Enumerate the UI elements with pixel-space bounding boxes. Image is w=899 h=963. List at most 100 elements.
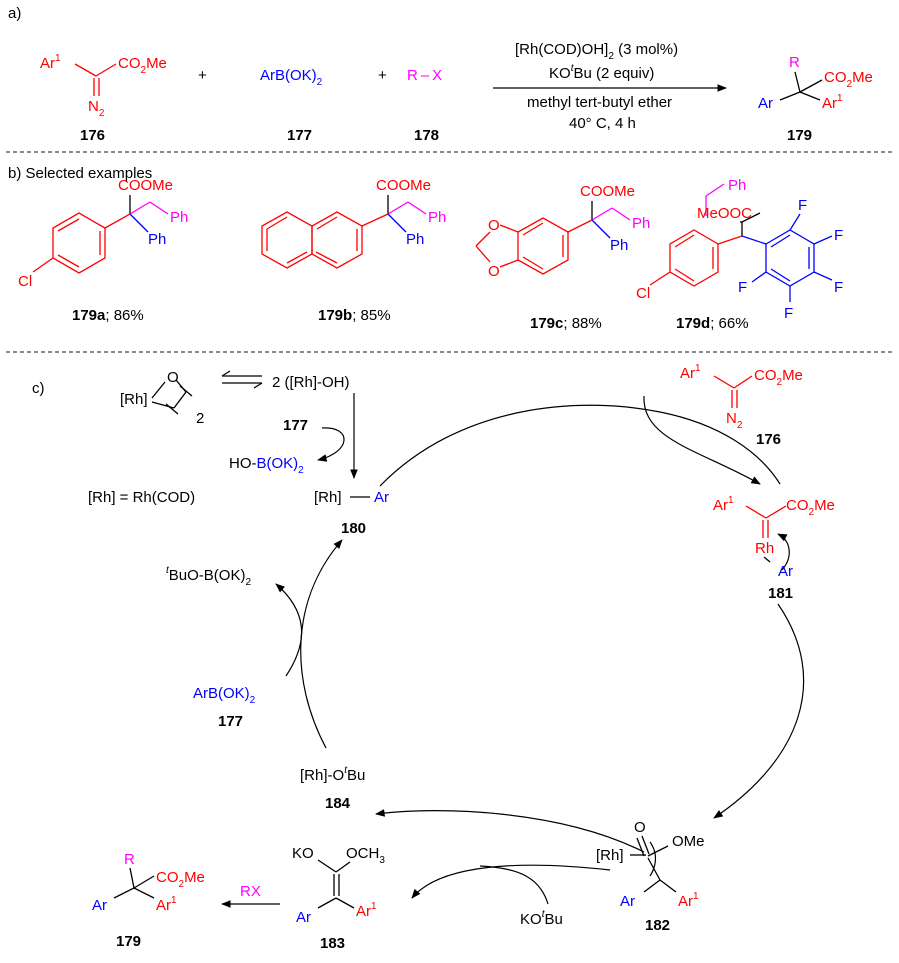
plus-sign: + bbox=[378, 67, 387, 84]
ar1-label: Ar1 bbox=[40, 53, 61, 72]
ester-label: CO2Me bbox=[118, 55, 167, 76]
example-caption: 179c; 88% bbox=[530, 315, 602, 332]
fluoro-label: F bbox=[834, 279, 843, 296]
rh-definition: [Rh] = Rh(COD) bbox=[88, 489, 195, 506]
alkyl-halide-label: R – X bbox=[407, 67, 442, 84]
rh-label: Rh bbox=[755, 540, 774, 557]
fluoro-label: F bbox=[738, 279, 747, 296]
kotbu-curved-arrow bbox=[479, 865, 549, 905]
dimer-count: 2 bbox=[196, 410, 204, 427]
phenyl-label: Ph bbox=[610, 237, 628, 254]
intermediate-182: O OMe [Rh] Ar Ar1 182 bbox=[596, 819, 705, 934]
compound-number-183: 183 bbox=[320, 935, 345, 952]
compound-number-180: 180 bbox=[341, 520, 366, 537]
example-179a: COOMe Ph Ph Cl 179a; 86% bbox=[18, 177, 188, 324]
aryl-label: Ar bbox=[758, 95, 773, 112]
ar1-label: Ar1 bbox=[356, 901, 377, 920]
carbene-formation-arrow bbox=[643, 395, 761, 485]
rh-label: [Rh] bbox=[596, 847, 624, 864]
boronate-label: ArB(OK)2 bbox=[260, 67, 323, 88]
rh-label: [Rh] bbox=[120, 391, 148, 408]
ester-label: COOMe bbox=[118, 177, 173, 194]
aryl-label: Ar bbox=[296, 909, 311, 926]
example-179b: COOMe Ph Ph 179b; 85% bbox=[261, 177, 446, 324]
aryl-label: Ar bbox=[374, 489, 389, 506]
benzyl-ph-label: Ph bbox=[632, 215, 650, 232]
ar1-label: Ar1 bbox=[678, 891, 699, 910]
example-caption: 179a; 86% bbox=[72, 307, 144, 324]
fluoro-label: F bbox=[798, 197, 807, 214]
boronate-label: ArB(OK)2 bbox=[193, 685, 256, 706]
ko-label: KO bbox=[292, 845, 314, 862]
compound-number-184: 184 bbox=[325, 795, 351, 812]
panel-a-label: a) bbox=[8, 5, 21, 22]
rh-label: [Rh] bbox=[314, 489, 342, 506]
panel-c-label: c) bbox=[32, 380, 45, 397]
example-179c: COOMe Ph Ph O O 179c; 88% bbox=[475, 183, 650, 332]
r-group-label: R bbox=[789, 54, 800, 71]
tbuo-boronate-label: tBuO-B(OK)2 bbox=[166, 565, 251, 588]
aryl-label: Ar bbox=[92, 897, 107, 914]
cycle-arc bbox=[300, 539, 343, 749]
catalyst-text: [Rh(COD)OH]2 (3 mol%) bbox=[515, 41, 678, 62]
compound-number-178: 178 bbox=[414, 127, 439, 144]
ester-label: CO2Me bbox=[824, 69, 873, 90]
rx-label: RX bbox=[240, 883, 261, 900]
oxygen-label: O bbox=[488, 263, 500, 280]
benzyl-ph-label: Ph bbox=[170, 209, 188, 226]
rh-alkoxide-label: [Rh]-OtBu bbox=[300, 765, 365, 784]
compound-number-177: 177 bbox=[287, 127, 312, 144]
n2-label: N2 bbox=[726, 410, 743, 431]
fluoro-label: F bbox=[784, 305, 793, 322]
oxygen-label: O bbox=[634, 819, 646, 836]
compound-number-177: 177 bbox=[283, 417, 308, 434]
aryl-label: Ar bbox=[620, 893, 635, 910]
aryl-label: Ar bbox=[778, 563, 793, 580]
panel-b: b) Selected examples COOMe Ph Ph Cl 179a… bbox=[8, 165, 843, 332]
reaction-conditions: [Rh(COD)OH]2 (3 mol%) KOtBu (2 equiv) me… bbox=[493, 41, 727, 132]
example-caption: 179d; 66% bbox=[676, 315, 749, 332]
product-179: R CO2Me Ar Ar1 179 bbox=[92, 851, 205, 950]
fluoro-label: F bbox=[834, 227, 843, 244]
boric-byproduct: HO-B(OK)2 bbox=[229, 455, 304, 476]
oxygen-label: O bbox=[488, 217, 500, 234]
chloro-label: Cl bbox=[636, 285, 650, 302]
compound-number-177: 177 bbox=[218, 713, 243, 730]
kotbu-label: KOtBu bbox=[520, 909, 563, 928]
example-179d: Ph MeOOC Cl F F F F bbox=[636, 177, 843, 332]
plus-sign: + bbox=[198, 67, 207, 84]
example-caption: 179b; 85% bbox=[318, 307, 391, 324]
diazo-ester-176: Ar1 CO2Me N2 176 bbox=[40, 53, 167, 144]
alkyl-halide-178: R – X 178 bbox=[407, 67, 442, 144]
panel-b-label: b) Selected examples bbox=[8, 165, 152, 182]
product-179: R CO2Me Ar Ar1 179 bbox=[758, 54, 873, 144]
compound-number-181: 181 bbox=[768, 585, 793, 602]
phenyl-label: Ph bbox=[406, 231, 424, 248]
transmetalation-curved-arrow bbox=[275, 583, 303, 677]
compound-number-176: 176 bbox=[80, 127, 105, 144]
phenyl-label: Ph bbox=[148, 231, 166, 248]
och3-label: OCH3 bbox=[346, 845, 385, 866]
intermediate-180: [Rh] Ar 180 bbox=[314, 489, 389, 537]
rh-hydroxide-label: 2 ([Rh]-OH) bbox=[272, 374, 350, 391]
methoxy-label: OMe bbox=[672, 833, 705, 850]
solvent-text: methyl tert-butyl ether bbox=[527, 94, 672, 111]
ester-label: MeOOC bbox=[697, 205, 752, 222]
compound-number-176: 176 bbox=[756, 431, 781, 448]
boronate-177: ArB(OK)2 177 bbox=[260, 67, 323, 144]
panel-a: a) Ar1 CO2Me N2 176 + ArB(OK)2 177 + R –… bbox=[8, 5, 873, 144]
ester-label: COOMe bbox=[376, 177, 431, 194]
cycle-arc bbox=[375, 809, 645, 853]
migration-curved-arrow bbox=[777, 533, 790, 571]
ester-label: COOMe bbox=[580, 183, 635, 200]
intermediate-184: [Rh]-OtBu 184 bbox=[300, 765, 365, 812]
rhodium-dimer: [Rh] O 2 bbox=[120, 369, 204, 427]
diazo-ester-176: Ar1 CO2Me N2 176 bbox=[680, 363, 803, 448]
enolate-release-arrow bbox=[411, 864, 611, 899]
benzyl-ph-label: Ph bbox=[728, 177, 746, 194]
enolate-183: KO OCH3 Ar Ar1 183 bbox=[292, 845, 385, 952]
n2-label: N2 bbox=[88, 98, 105, 119]
temperature-text: 40° C, 4 h bbox=[569, 115, 636, 132]
base-text: KOtBu (2 equiv) bbox=[549, 63, 654, 82]
cycle-arc bbox=[379, 404, 661, 487]
